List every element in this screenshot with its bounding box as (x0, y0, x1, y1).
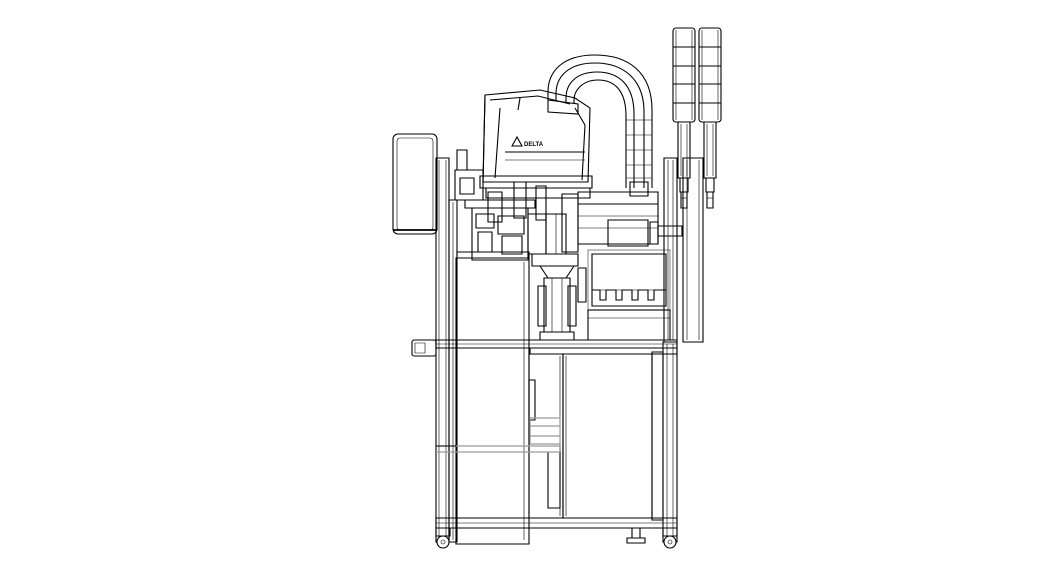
control-box (393, 134, 437, 234)
robot-cable-loop (548, 55, 652, 196)
robot-logo-text: DELTA (524, 142, 544, 148)
upper-mechanism (455, 150, 682, 260)
scara-robot: DELTA (480, 90, 592, 222)
signal-tower-right (699, 28, 721, 208)
robot-logo: DELTA (512, 137, 544, 148)
signal-tower-lights (673, 28, 721, 208)
parts-tray (588, 250, 670, 340)
cylinder-station (532, 254, 586, 340)
lower-cabinet (436, 258, 652, 544)
casters (436, 528, 677, 548)
signal-tower-left (673, 28, 695, 208)
